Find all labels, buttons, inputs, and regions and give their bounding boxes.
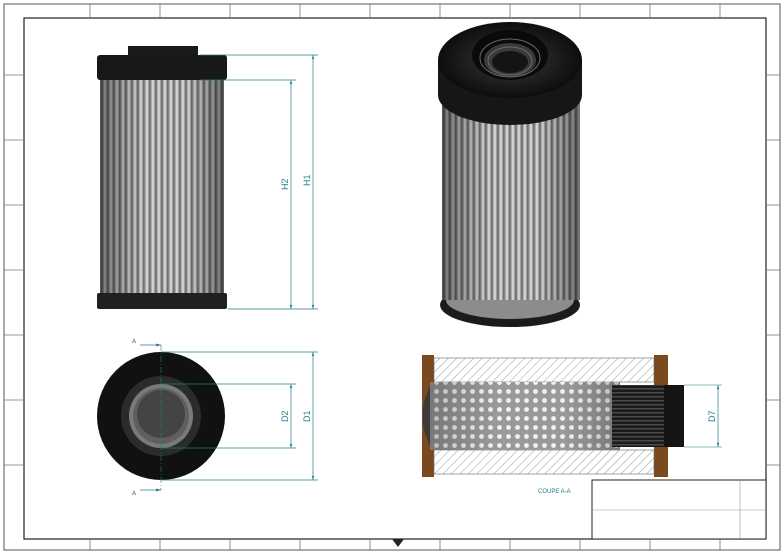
section-marker-top: A — [132, 339, 136, 345]
dimension-lines — [161, 54, 720, 481]
filter-top-view — [97, 343, 225, 492]
drawing-frame — [3, 3, 781, 551]
dimension-d7: D7 — [707, 410, 717, 422]
filter-isometric-view — [438, 22, 582, 327]
section-caption: COUPE A-A — [538, 489, 571, 495]
section-marker-bottom: A — [132, 491, 136, 497]
dimension-h1: H1 — [302, 174, 312, 186]
filter-section-view — [422, 355, 722, 477]
dimension-d1: D1 — [302, 410, 312, 422]
dimension-d2: D2 — [280, 410, 290, 422]
dimension-h2: H2 — [280, 178, 290, 190]
filter-front-view — [97, 46, 227, 309]
